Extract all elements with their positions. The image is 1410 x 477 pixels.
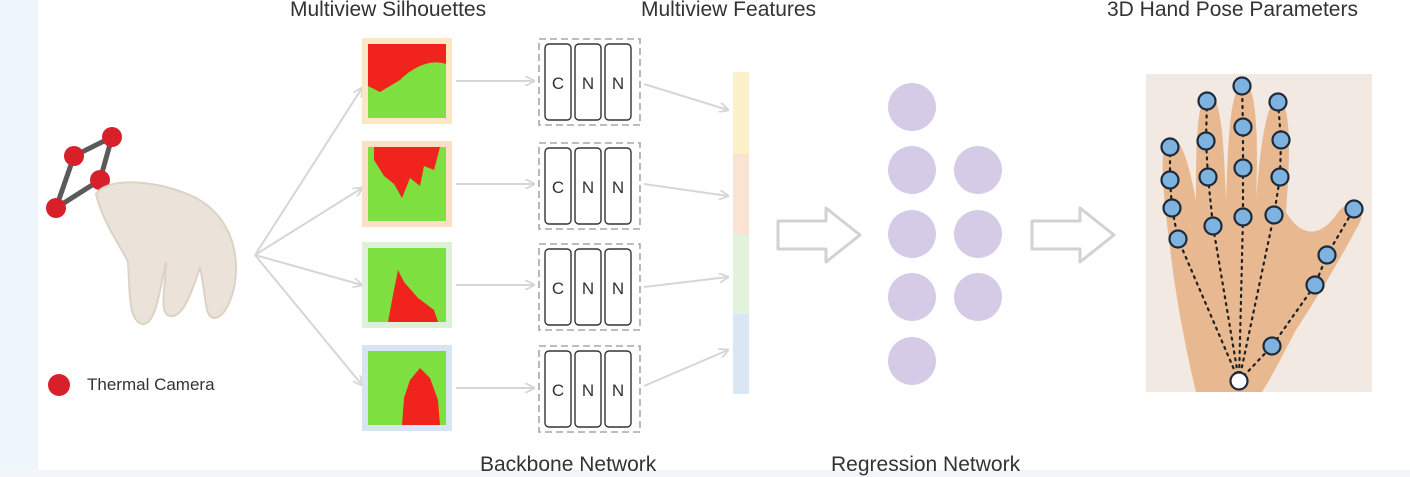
joint-keypoint: [1317, 245, 1337, 265]
silhouette-view-1: [362, 38, 452, 124]
finger-bone-line: [1168, 145, 1241, 383]
features-heading: Multiview Features: [641, 0, 817, 21]
joint-keypoint: [1271, 130, 1291, 150]
joint-keypoint: [1162, 198, 1182, 218]
cnn-layer: [604, 43, 632, 121]
fan-out-arrows: [254, 88, 362, 385]
cnn-layer: [574, 248, 602, 326]
cnn-layer: [604, 147, 632, 225]
backbone-label: Backbone Network: [480, 453, 657, 476]
silhouette-view-4: [362, 345, 452, 431]
cnn-layer: [604, 350, 632, 428]
joint-keypoint: [1197, 91, 1217, 111]
hand-skeleton: [1160, 76, 1364, 391]
cnn-layer: [574, 43, 602, 121]
silhouette-to-cnn-arrows: [456, 81, 534, 388]
cnn-to-feature-arrows: [643, 83, 728, 387]
cnn-layer-letter: N: [612, 279, 624, 298]
regression-label: Regression Network: [831, 453, 1021, 476]
cnn-layer-letter: N: [612, 178, 624, 197]
joint-keypoint: [1232, 76, 1252, 96]
cnn-layer-letter: C: [552, 74, 564, 93]
wrist-keypoint: [1229, 371, 1249, 391]
bottom-border: [0, 470, 1410, 477]
joint-keypoint: [1168, 229, 1188, 249]
joint-keypoint: [1203, 216, 1223, 236]
joint-keypoint: [1233, 158, 1253, 178]
legend: Thermal Camera: [48, 373, 215, 397]
regression-network-neurons: [888, 83, 1002, 385]
cnn-layer-letter: N: [612, 381, 624, 400]
joint-keypoint: [1160, 137, 1180, 157]
thermal-camera-icon: [46, 127, 122, 218]
cnn-layer-letter: C: [552, 178, 564, 197]
finger-bone-line: [1237, 100, 1283, 383]
cnn-layer-letter: N: [612, 74, 624, 93]
cnn-layer-letter: N: [582, 381, 594, 400]
cnn-layer: [574, 147, 602, 225]
cnn-layer: [544, 43, 572, 121]
joint-keypoint: [1264, 205, 1284, 225]
silhouette-view-3: [362, 242, 452, 328]
joint-keypoint: [1160, 170, 1180, 190]
left-border: [0, 0, 38, 477]
silhouettes-heading: Multiview Silhouettes: [290, 0, 487, 21]
legend-label: Thermal Camera: [87, 375, 215, 394]
pose-heading: 3D Hand Pose Parameters: [1107, 0, 1358, 21]
silhouette-view-2: [362, 141, 452, 227]
hollow-arrow-icon: [1030, 206, 1116, 264]
cnn-layer-letter: N: [582, 178, 594, 197]
thermal-camera-legend-icon: [48, 374, 70, 396]
cnn-layer: [574, 350, 602, 428]
cnn-layer-letter: N: [582, 279, 594, 298]
cnn-layer: [544, 350, 572, 428]
cnn-layer-letter: N: [582, 74, 594, 93]
finger-bone-line: [1204, 99, 1241, 383]
joint-keypoint: [1233, 207, 1253, 227]
joint-keypoint: [1196, 131, 1216, 151]
joint-keypoint: [1268, 92, 1288, 112]
cnn-layer: [544, 147, 572, 225]
cnn-layer: [604, 248, 632, 326]
cnn-layer-letter: C: [552, 279, 564, 298]
joint-keypoint: [1262, 336, 1282, 356]
multiview-feature-vector: [733, 72, 749, 394]
joint-keypoint: [1270, 167, 1290, 187]
joint-keypoint: [1305, 275, 1325, 295]
pose-hand-icon: [1146, 74, 1372, 392]
cnn-layer: [544, 248, 572, 326]
joint-keypoint: [1233, 117, 1253, 137]
hollow-arrow-icon: [776, 206, 862, 264]
hand-icon: [94, 181, 238, 325]
cnn-layer-letter: C: [552, 381, 564, 400]
joint-keypoint: [1344, 199, 1364, 219]
joint-keypoint: [1198, 167, 1218, 187]
